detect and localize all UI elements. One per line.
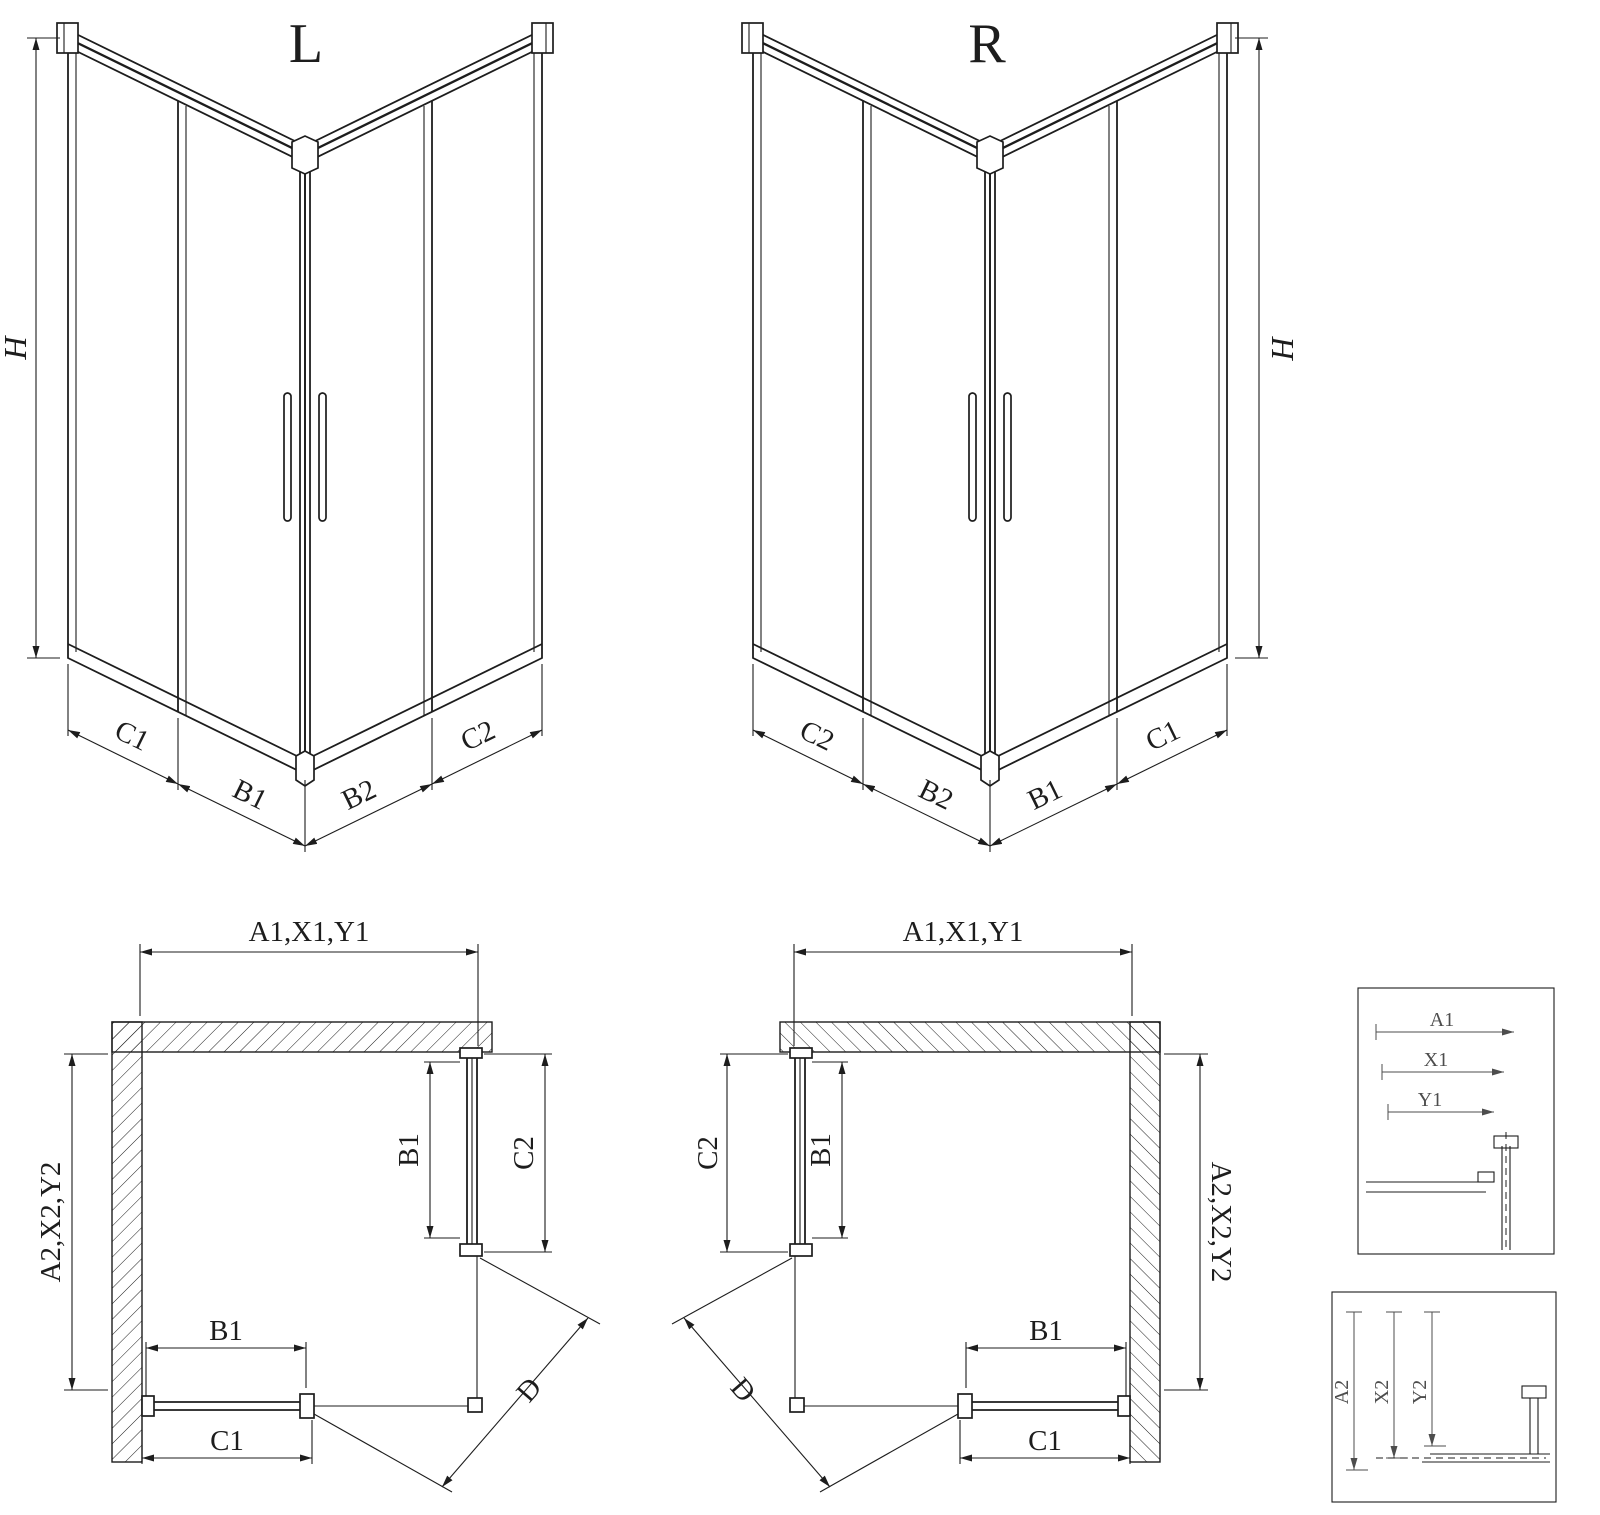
detail-box-bottom-border [1331, 1291, 1557, 1503]
iso-left-dim-h: H [0, 335, 33, 361]
plan-left-dim-top: A1,X1,Y1 [249, 916, 370, 948]
detail-dim-x1: X1 [1424, 1049, 1448, 1071]
detail-dim-x2: X2 [1371, 1380, 1393, 1404]
plan-left-dim-c1-bottom: C1 [210, 1425, 244, 1457]
plan-left-dim-c2-side: C2 [508, 1136, 540, 1170]
iso-left-title: L [289, 13, 323, 75]
detail-box-bottom: A2 X2 Y2 [1331, 1291, 1557, 1503]
plan-left-dim-side: A2,X2,Y2 [35, 1162, 67, 1283]
plan-right-dim-b1-bottom: B1 [1029, 1315, 1063, 1347]
iso-right-title: R [968, 13, 1006, 75]
plan-left-dim-b1-bottom: B1 [209, 1315, 243, 1347]
detail-bracket-block [1493, 1135, 1519, 1149]
plan-left-dim-b1-side: B1 [393, 1133, 425, 1167]
detail-dim-a2: A2 [1331, 1380, 1353, 1404]
plan-right-dim-b1-side: B1 [805, 1133, 837, 1167]
detail-bracket-block [1521, 1385, 1547, 1399]
plan-right-dim-top: A1,X1,Y1 [903, 916, 1024, 948]
plan-right-dim-c2-side: C2 [692, 1136, 724, 1170]
detail-dim-y1: Y1 [1418, 1089, 1442, 1111]
detail-box-top-border [1357, 987, 1555, 1255]
detail-box-top: A1 X1 Y1 [1357, 987, 1555, 1255]
detail-dim-a1: A1 [1430, 1009, 1454, 1031]
detail-dim-y2: Y2 [1409, 1380, 1431, 1404]
plan-right-dim-c1-bottom: C1 [1028, 1425, 1062, 1457]
plan-right-dim-side: A2,X2,Y2 [1205, 1162, 1237, 1283]
detail-profile-block [1477, 1171, 1495, 1183]
iso-right-dim-h: H [1265, 335, 1301, 361]
